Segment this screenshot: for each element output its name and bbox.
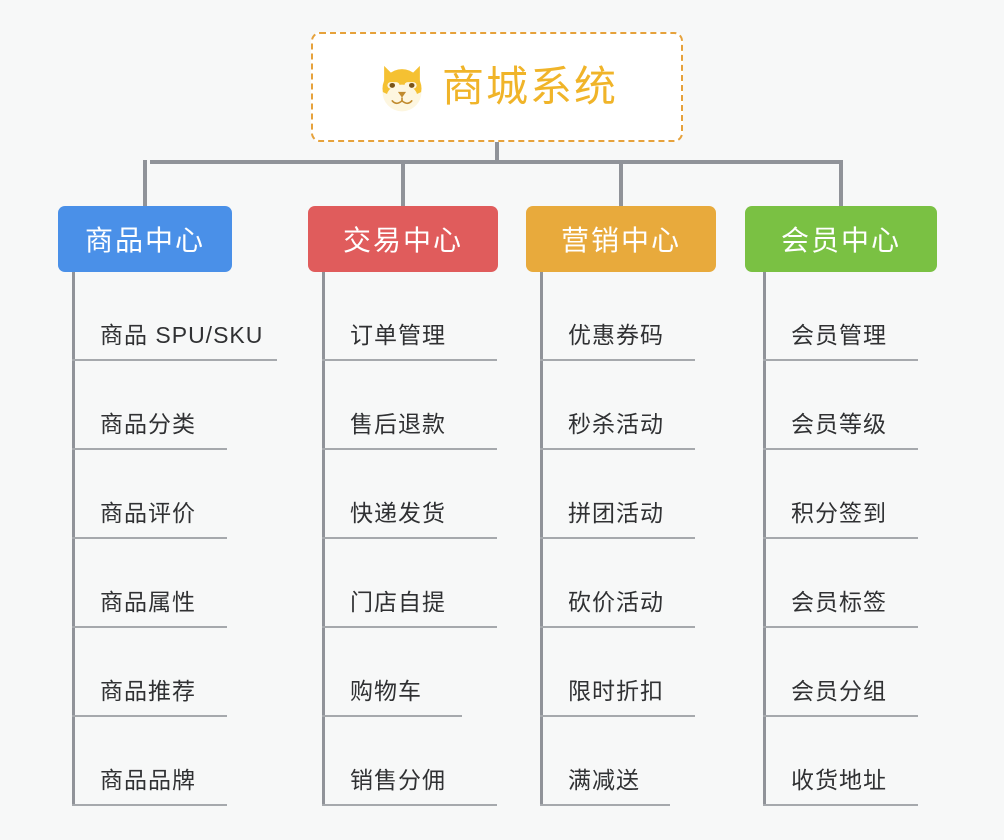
- leaf-item-label: 购物车: [350, 678, 422, 704]
- leaf-underline: [763, 537, 918, 539]
- column-spine-0: [72, 272, 75, 806]
- leaf-underline: [540, 448, 695, 450]
- root-stem-connector: [495, 142, 499, 164]
- leaf-item-label: 优惠券码: [568, 322, 664, 348]
- leaf-underline: [322, 804, 497, 806]
- leaf-underline: [72, 537, 227, 539]
- leaf-item-label: 商品分类: [100, 411, 196, 437]
- leaf-underline: [763, 359, 918, 361]
- leaf-item-label: 积分签到: [791, 500, 887, 526]
- category-header-3[interactable]: 会员中心: [745, 206, 937, 272]
- leaf-item[interactable]: 会员管理: [763, 272, 928, 361]
- leaf-underline: [540, 715, 695, 717]
- category-label-0: 商品中心: [84, 225, 205, 256]
- category-header-1[interactable]: 交易中心: [308, 206, 498, 272]
- leaf-item[interactable]: 购物车: [322, 628, 472, 717]
- leaf-item-label: 满减送: [568, 767, 640, 793]
- leaf-item[interactable]: 收货地址: [763, 717, 928, 806]
- leaf-item[interactable]: 会员标签: [763, 539, 928, 628]
- leaf-underline: [763, 448, 918, 450]
- leaf-item-label: 商品 SPU/SKU: [100, 322, 264, 348]
- leaf-underline: [72, 626, 227, 628]
- leaf-item[interactable]: 商品 SPU/SKU: [72, 272, 287, 361]
- leaf-underline: [322, 448, 497, 450]
- leaf-item-label: 销售分佣: [350, 767, 446, 793]
- drop-connector-0: [143, 160, 147, 206]
- category-label-1: 交易中心: [342, 225, 463, 256]
- leaf-underline: [763, 804, 918, 806]
- drop-connector-1: [401, 160, 405, 206]
- leaf-item-label: 秒杀活动: [568, 411, 664, 437]
- root-node[interactable]: 商城系统: [311, 32, 683, 142]
- leaf-item-label: 商品推荐: [100, 678, 196, 704]
- leaf-item[interactable]: 快递发货: [322, 450, 507, 539]
- category-header-2[interactable]: 营销中心: [526, 206, 716, 272]
- leaf-underline: [540, 359, 695, 361]
- leaf-underline: [72, 359, 277, 361]
- leaf-underline: [540, 626, 695, 628]
- leaf-item[interactable]: 商品推荐: [72, 628, 237, 717]
- leaf-item[interactable]: 售后退款: [322, 361, 507, 450]
- leaf-item[interactable]: 优惠券码: [540, 272, 705, 361]
- leaf-item[interactable]: 拼团活动: [540, 450, 705, 539]
- leaf-item[interactable]: 订单管理: [322, 272, 507, 361]
- horizontal-bus-connector: [150, 160, 840, 164]
- category-label-3: 会员中心: [780, 225, 901, 256]
- leaf-item-label: 会员分组: [791, 678, 887, 704]
- leaf-item-label: 商品属性: [100, 589, 196, 615]
- drop-connector-2: [619, 160, 623, 206]
- leaf-item-label: 商品评价: [100, 500, 196, 526]
- leaf-item-label: 会员管理: [791, 322, 887, 348]
- column-spine-3: [763, 272, 766, 806]
- leaf-item-label: 拼团活动: [568, 500, 664, 526]
- column-spine-1: [322, 272, 325, 806]
- leaf-item[interactable]: 会员分组: [763, 628, 928, 717]
- leaf-underline: [322, 359, 497, 361]
- root-title: 商城系统: [441, 63, 618, 110]
- category-label-2: 营销中心: [560, 225, 681, 256]
- leaf-item[interactable]: 商品品牌: [72, 717, 237, 806]
- leaf-item[interactable]: 商品评价: [72, 450, 237, 539]
- leaf-item-label: 砍价活动: [568, 589, 664, 615]
- shiba-dog-face-icon: [382, 65, 422, 112]
- leaf-item-label: 限时折扣: [568, 678, 664, 704]
- leaf-underline: [763, 715, 918, 717]
- leaf-item[interactable]: 会员等级: [763, 361, 928, 450]
- leaf-underline: [72, 448, 227, 450]
- leaf-item-label: 快递发货: [350, 500, 446, 526]
- leaf-underline: [322, 715, 462, 717]
- leaf-item-label: 商品品牌: [100, 767, 196, 793]
- leaf-item-label: 订单管理: [350, 322, 446, 348]
- leaf-underline: [763, 626, 918, 628]
- leaf-item-label: 会员等级: [791, 411, 887, 437]
- leaf-underline: [540, 804, 670, 806]
- leaf-item[interactable]: 满减送: [540, 717, 680, 806]
- leaf-item[interactable]: 限时折扣: [540, 628, 705, 717]
- leaf-item[interactable]: 商品属性: [72, 539, 237, 628]
- leaf-underline: [72, 715, 227, 717]
- leaf-item-label: 收货地址: [791, 767, 887, 793]
- leaf-item[interactable]: 积分签到: [763, 450, 928, 539]
- leaf-item[interactable]: 门店自提: [322, 539, 507, 628]
- leaf-item[interactable]: 销售分佣: [322, 717, 507, 806]
- leaf-underline: [322, 537, 497, 539]
- drop-connector-3: [839, 160, 843, 206]
- leaf-item[interactable]: 商品分类: [72, 361, 237, 450]
- leaf-underline: [72, 804, 227, 806]
- leaf-item-label: 售后退款: [350, 411, 446, 437]
- column-spine-2: [540, 272, 543, 806]
- leaf-item-label: 门店自提: [350, 589, 446, 615]
- leaf-item[interactable]: 秒杀活动: [540, 361, 705, 450]
- leaf-underline: [322, 626, 497, 628]
- leaf-item[interactable]: 砍价活动: [540, 539, 705, 628]
- leaf-underline: [540, 537, 695, 539]
- leaf-item-label: 会员标签: [791, 589, 887, 615]
- category-header-0[interactable]: 商品中心: [58, 206, 232, 272]
